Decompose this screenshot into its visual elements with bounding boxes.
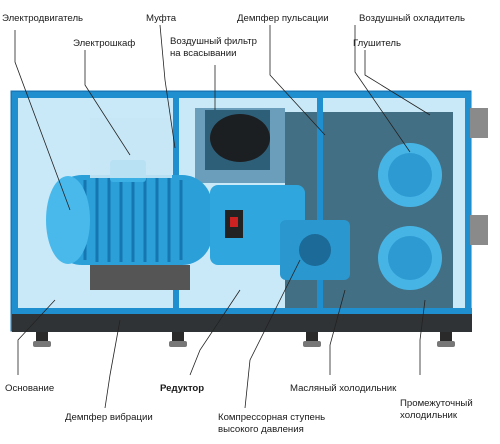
label-silencer: Глушитель: [353, 38, 402, 49]
label-coupling: Муфта: [146, 13, 177, 24]
label-pulsation-damper: Демпфер пульсации: [237, 13, 329, 24]
leader-lines: [14, 24, 431, 409]
label-hp-stage-line2: высокого давления: [218, 424, 304, 435]
label-motor: Электродвигатель: [2, 13, 84, 24]
label-air-cooler: Воздушный охладитель: [359, 13, 465, 24]
label-intercooler-line2: холодильник: [400, 410, 458, 421]
label-intercooler-line1: Промежуточный: [400, 398, 473, 409]
intake-filter: [205, 110, 270, 170]
control-cabinet: [90, 118, 172, 178]
label-hp-stage-line1: Компрессорная ступень: [218, 412, 326, 423]
label-base: Основание: [5, 383, 55, 394]
cooler-drums: [378, 143, 442, 290]
label-oil-cooler: Масляный холодильник: [290, 383, 397, 394]
label-intake-filter-line2: на всасывании: [170, 48, 237, 59]
label-control-cabinet: Электрошкаф: [73, 38, 136, 49]
label-vibration-damper: Демпфер вибрации: [65, 412, 153, 423]
label-gearbox: Редуктор: [160, 383, 205, 394]
side-pipes: [470, 108, 488, 245]
label-intake-filter-line1: Воздушный фильтр: [170, 36, 257, 47]
hp-stage: [280, 220, 350, 280]
base-structure: [12, 308, 472, 347]
